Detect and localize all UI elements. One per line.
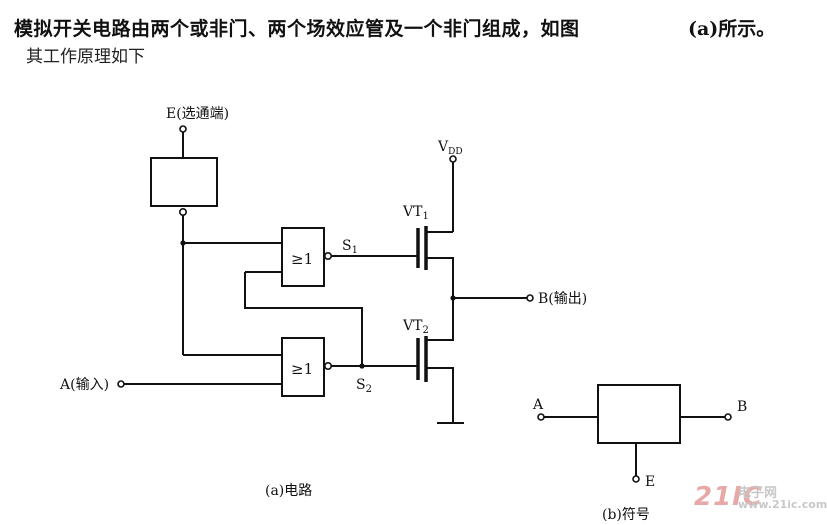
- page: 模拟开关电路由两个或非门、两个场效应管及一个非门组成，如图 (a)所示。 其工作…: [14, 18, 827, 523]
- symbol-pin-b: [724, 413, 732, 421]
- pin-e-select: [179, 125, 187, 133]
- symbol-pin-e: [632, 475, 640, 483]
- junction-s2: [359, 363, 365, 369]
- label-vdd: VDD: [437, 139, 463, 157]
- label-s1: S1: [342, 238, 358, 256]
- watermark-logo: 21IC: [694, 482, 763, 512]
- nor-gate-1-bubble: [323, 252, 332, 261]
- symbol-label-a: A: [532, 397, 544, 413]
- caption-symbol: (b)符号: [602, 507, 650, 523]
- not-gate: [150, 157, 218, 207]
- caption-circuit: (a)电路: [265, 483, 312, 499]
- label-select: E(选通端): [166, 106, 229, 122]
- symbol-label-b: B: [737, 399, 747, 415]
- circuit-diagram: E(选通端) ≥1 ≥1 A(输入) S1 S2 VDD: [59, 106, 747, 523]
- wire-vt2-ground: [426, 367, 454, 423]
- nor-gate-2-bubble: [323, 361, 332, 370]
- not-gate-bubble: [179, 208, 188, 217]
- label-output: B(输出): [538, 291, 587, 307]
- symbol-pin-a: [537, 413, 545, 421]
- nor-gate-2: [281, 337, 325, 397]
- switch-symbol-box: [597, 384, 681, 444]
- watermark: 21IC 电子网 www.21ic.com: [694, 482, 827, 512]
- label-vt1: VT1: [402, 204, 429, 222]
- pin-output-b: [526, 294, 534, 302]
- wire-vt-sources: [426, 257, 454, 341]
- intro-text-figure-ref: (a)所示。: [688, 18, 776, 40]
- label-s2: S2: [356, 377, 372, 395]
- symbol-label-e: E: [645, 474, 655, 490]
- nor-gate-1-label: ≥1: [291, 250, 313, 268]
- junction-output: [450, 295, 456, 301]
- pin-vdd: [449, 155, 457, 163]
- wire-feedback: [244, 272, 363, 366]
- intro-text: 模拟开关电路由两个或非门、两个场效应管及一个非门组成，如图: [14, 18, 580, 40]
- watermark-cn: 电子网: [738, 486, 778, 501]
- label-input: A(输入): [59, 377, 109, 393]
- nor-gate-2-label: ≥1: [291, 360, 313, 378]
- watermark-url: www.21ic.com: [738, 498, 827, 511]
- nor-gate-1: [281, 227, 325, 287]
- pin-input-a: [117, 380, 125, 388]
- label-vt2: VT2: [402, 318, 429, 336]
